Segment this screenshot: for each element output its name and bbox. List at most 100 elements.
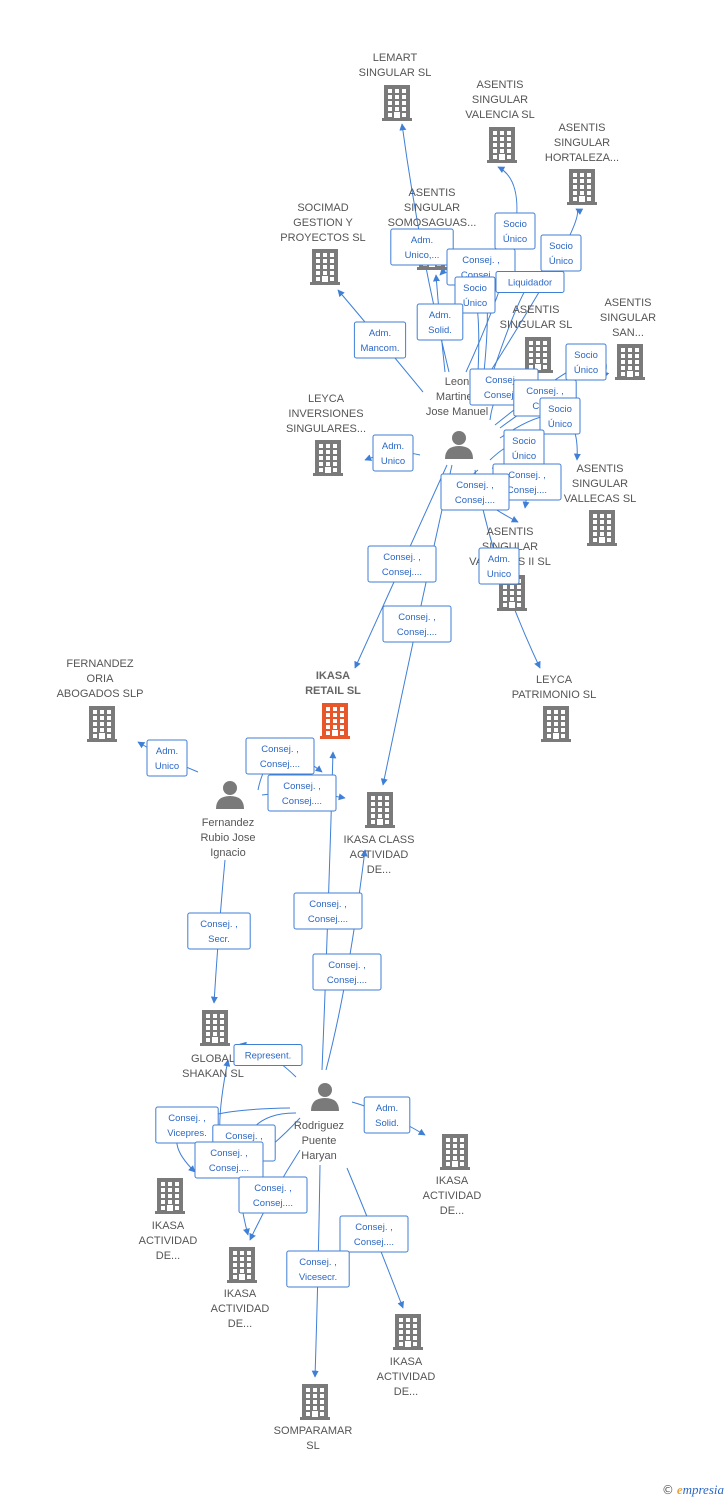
edge-label[interactable]: Adm. Unico,... <box>390 228 454 266</box>
building-icon[interactable] <box>567 169 597 205</box>
edge-label[interactable]: Liquidador <box>495 271 565 293</box>
node-ikasa_act_l[interactable]: IKASAACTIVIDADDE... <box>139 1178 198 1262</box>
edge-label[interactable]: Consej. ,Consej.... <box>293 892 363 930</box>
person-icon[interactable] <box>216 781 244 809</box>
edge-label[interactable]: Adm.Unico <box>372 434 414 472</box>
building-icon[interactable] <box>393 1314 423 1350</box>
node-label: LEMART <box>373 52 418 64</box>
node-ikasa_act_r[interactable]: IKASAACTIVIDADDE... <box>423 1134 482 1217</box>
node-ikasa_retail[interactable]: IKASA RETAIL SL <box>305 670 361 739</box>
edge-label-box <box>390 228 454 266</box>
edge-label[interactable]: Consej. ,Consej.... <box>440 473 510 511</box>
edge-label[interactable]: Consej. ,Consej.... <box>194 1141 264 1179</box>
edge-label[interactable]: Adm.Solid. <box>363 1096 411 1134</box>
edge-label-text: Unico <box>155 761 179 772</box>
node-hortaleza[interactable]: ASENTISSINGULARHORTALEZA... <box>545 122 619 205</box>
building-icon[interactable] <box>313 440 343 476</box>
node-label: IKASA <box>316 670 350 682</box>
building-icon[interactable] <box>310 249 340 285</box>
node-label: RETAIL SL <box>305 685 361 697</box>
node-label: DE... <box>156 1250 180 1262</box>
node-label: IKASA <box>224 1288 257 1300</box>
edge-label-text: Consej.... <box>397 627 437 638</box>
building-icon[interactable] <box>320 703 350 739</box>
node-label: Martinez <box>436 391 478 403</box>
brand-initial: e <box>676 1482 683 1497</box>
edge-label[interactable]: Adm.Mancom. <box>353 321 407 359</box>
edge-label[interactable]: Adm. Solid. <box>416 303 464 341</box>
building-icon[interactable] <box>487 127 517 163</box>
edge-label-text: Adm. <box>488 554 510 565</box>
building-icon[interactable] <box>615 344 645 380</box>
node-san[interactable]: ASENTISSINGULARSAN... <box>600 297 656 380</box>
node-label: Rodriguez <box>294 1120 344 1132</box>
node-leyca_inv[interactable]: LEYCAINVERSIONESSINGULARES... <box>286 393 366 476</box>
person-icon[interactable] <box>311 1083 339 1111</box>
node-label: SINGULAR <box>600 312 656 324</box>
node-label: VALENCIA SL <box>465 109 535 121</box>
edge-label-text: Adm. <box>429 310 451 321</box>
edge-label[interactable]: Consej. ,Vicesecr. <box>286 1250 350 1288</box>
node-ikasa_act_m[interactable]: IKASAACTIVIDADDE... <box>211 1247 270 1330</box>
edge-label-text: Único <box>574 365 598 376</box>
building-icon[interactable] <box>541 706 571 742</box>
edge-label[interactable]: Consej. ,Consej.... <box>382 605 452 643</box>
node-label: Rubio Jose <box>200 832 255 844</box>
building-icon[interactable] <box>382 85 412 121</box>
edge-label[interactable]: Adm.Unico <box>478 547 520 585</box>
edge-label-text: Solid. <box>428 325 452 336</box>
building-icon[interactable] <box>87 706 117 742</box>
edge-label-text: Unico,... <box>405 250 440 261</box>
node-label: SOMOSAGUAS... <box>388 217 477 229</box>
edge-label[interactable]: Consej. ,Consej.... <box>339 1215 409 1253</box>
node-label: IKASA <box>152 1220 185 1232</box>
edge-label[interactable]: Consej. ,Consej.... <box>312 953 382 991</box>
node-label: SL <box>306 1440 319 1452</box>
edge-label-text: Unico <box>381 456 405 467</box>
brand-watermark: ©empresia <box>662 1482 724 1498</box>
building-icon[interactable] <box>227 1247 257 1283</box>
edge-label-box <box>187 912 251 950</box>
building-icon[interactable] <box>365 792 395 828</box>
building-icon[interactable] <box>300 1384 330 1420</box>
edge-label[interactable]: Consej. ,Consej.... <box>245 737 315 775</box>
edge-label[interactable]: Adm.Unico <box>146 739 188 777</box>
node-label: ASENTIS <box>476 79 523 91</box>
edge-label[interactable]: Consej. ,Consej.... <box>267 774 337 812</box>
edge-label[interactable]: Consej. ,Secr. <box>187 912 251 950</box>
building-icon[interactable] <box>200 1010 230 1046</box>
node-label: GLOBAL <box>191 1053 235 1065</box>
edge-label[interactable]: Represent. <box>233 1044 303 1066</box>
edge-label-text: Consej.... <box>507 485 547 496</box>
edge-label[interactable]: Consej. ,Vicepres. <box>155 1106 219 1144</box>
building-icon[interactable] <box>440 1134 470 1170</box>
node-label: IKASA CLASS <box>344 834 415 846</box>
building-icon[interactable] <box>523 337 553 373</box>
building-icon[interactable] <box>587 510 617 546</box>
edge-label[interactable]: Consej. ,Consej.... <box>238 1176 308 1214</box>
edge-label[interactable]: Consej. ,Consej.... <box>367 545 437 583</box>
node-ikasa_class[interactable]: IKASA CLASSACTIVIDADDE... <box>344 792 415 876</box>
person-icon[interactable] <box>445 431 473 459</box>
brand-name: mpresia <box>682 1482 724 1497</box>
edge-label-text: Adm. <box>411 235 433 246</box>
building-icon[interactable] <box>155 1178 185 1214</box>
node-ikasa_act_b[interactable]: IKASAACTIVIDADDE... <box>377 1314 436 1398</box>
